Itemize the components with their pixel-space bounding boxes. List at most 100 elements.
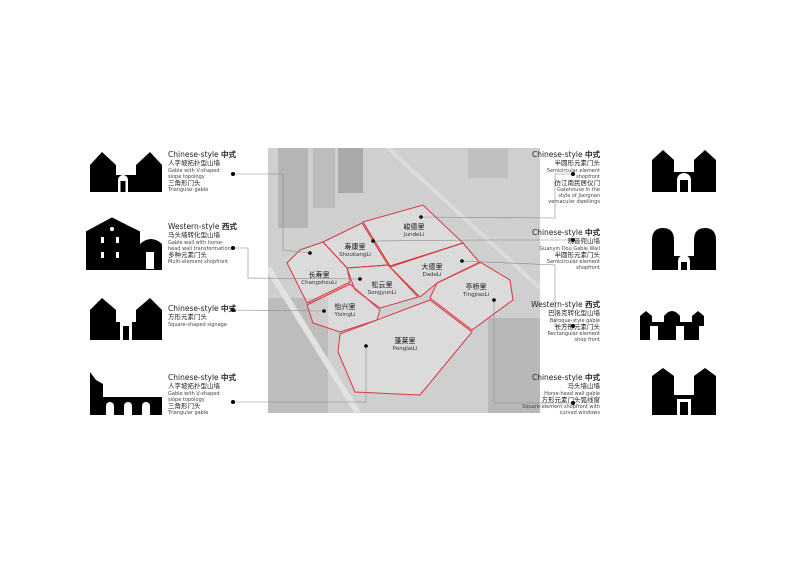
label-zh: 长寿里 xyxy=(308,271,330,279)
style-zh: 中式 xyxy=(221,304,237,313)
description-zh: 人字坡拓扑型山墙 xyxy=(168,382,220,390)
description-en: Gable wall with horse- xyxy=(168,239,224,246)
description-en: slope topology xyxy=(168,173,205,180)
style-en: Chinese-style xyxy=(168,373,219,382)
description-zh: 马头墙山墙 xyxy=(567,382,601,390)
baroque-gable-icon xyxy=(640,311,707,340)
description-en: slope topology xyxy=(168,396,205,403)
description-en: Rectangular element xyxy=(547,331,600,337)
description-zh: 巴洛克转化型山墙 xyxy=(548,309,600,317)
label-zh: 蓬莱里 xyxy=(394,337,416,345)
style-zh: 中式 xyxy=(585,373,600,382)
label-en: YixingLi xyxy=(334,312,356,318)
description-zh: 长方形元素门头 xyxy=(554,322,601,331)
description-en: Square-element shopfront with xyxy=(522,404,600,410)
label-zh: 大德里 xyxy=(421,263,443,271)
description-en: head wall transformation xyxy=(168,245,231,252)
style-zh: 西式 xyxy=(221,222,237,231)
label-zh: 峻德里 xyxy=(403,223,425,231)
style-zh: 西式 xyxy=(585,300,600,309)
description-zh: 方形元素门头 xyxy=(168,313,207,321)
label-en: JundeLi xyxy=(403,232,425,238)
label-en: TingjiaoLi xyxy=(462,292,490,298)
description-en: Gatehouse in the xyxy=(557,187,600,193)
description-zh: 仿江南民居仪门 xyxy=(554,178,601,187)
dots xyxy=(231,172,575,405)
description-zh: 方形元素门头弧线窗 xyxy=(541,395,601,404)
description-zh: 半圆形元素门头 xyxy=(554,250,601,259)
label-zh: 松云里 xyxy=(371,281,393,289)
description-en: shop front xyxy=(574,337,601,343)
description-zh: 马头墙转化型山墙 xyxy=(168,231,220,239)
description-en: Triangular gable xyxy=(168,410,209,416)
description-en: vernacular dwellings xyxy=(548,199,600,205)
style-heading: Western-style 西式 xyxy=(168,222,237,232)
description-en: Gable with V-shaped xyxy=(168,167,220,174)
description-en: Baroque-style gable xyxy=(549,317,600,324)
style-zh: 中式 xyxy=(221,150,237,159)
description-en: shopfront xyxy=(576,265,600,271)
chinese-gable-row-icon xyxy=(90,372,162,415)
style-zh: 中式 xyxy=(585,228,600,237)
description-en: Horse-head wall gable xyxy=(544,390,600,397)
description-zh: 三角形门头 xyxy=(168,401,201,410)
style-heading: Chinese-style 中式 xyxy=(168,150,236,160)
label-en: SongyunLi xyxy=(367,290,397,296)
style-en: Chinese-style xyxy=(531,228,583,237)
style-en: Chinese-style xyxy=(168,150,219,159)
description-zh: 人字坡拓扑型山墙 xyxy=(168,159,220,167)
description-zh: 半圆形元素门头 xyxy=(554,159,601,167)
style-zh: 中式 xyxy=(585,150,600,159)
description-en: Semicircular element xyxy=(546,259,600,265)
description-zh: 多种元素门头 xyxy=(168,250,207,259)
block-songyunli xyxy=(346,264,419,309)
description-en: curved windows xyxy=(559,410,600,416)
style-heading: Chinese-style 中式 xyxy=(168,373,236,383)
description-en: Multi-element shopfront xyxy=(168,259,229,265)
style-heading: Western-style 西式 xyxy=(490,300,600,310)
label-en: DadeLi xyxy=(422,272,442,278)
style-en: Chinese-style xyxy=(531,373,583,382)
label-en: ShoukangLi xyxy=(339,252,371,258)
style-en: Western-style xyxy=(168,222,220,231)
description-zh: 观音兜山墙 xyxy=(567,237,601,245)
description-en: Guanyin Dou Gable Wall xyxy=(539,245,600,252)
style-en: Western-style xyxy=(531,300,583,309)
guanyin-dou-gable-icon xyxy=(652,228,716,270)
label-en: PenglaiLi xyxy=(392,346,418,352)
western-house-icon xyxy=(85,217,162,270)
label-zh: 亭桥里 xyxy=(465,283,487,291)
description-en: shopfront xyxy=(576,173,600,180)
block-penglaili xyxy=(337,299,473,396)
style-heading: Chinese-style 中式 xyxy=(490,228,600,238)
style-en: Chinese-style xyxy=(168,304,219,313)
chinese-gable-house-icon xyxy=(90,152,162,192)
style-heading: Chinese-style 中式 xyxy=(490,150,600,160)
horse-head-wall-icon xyxy=(652,368,716,415)
description-en: Triangular gable xyxy=(168,187,209,193)
style-en: Chinese-style xyxy=(531,150,583,159)
description-en: Gable with V-shaped xyxy=(168,390,220,397)
description-en: Square-shaped signage xyxy=(168,321,227,328)
label-zh: 寿康里 xyxy=(344,243,366,251)
chinese-square-signage-icon xyxy=(90,298,162,340)
label-en: ChangshouLi xyxy=(301,280,337,286)
block-changshouli xyxy=(286,241,351,304)
